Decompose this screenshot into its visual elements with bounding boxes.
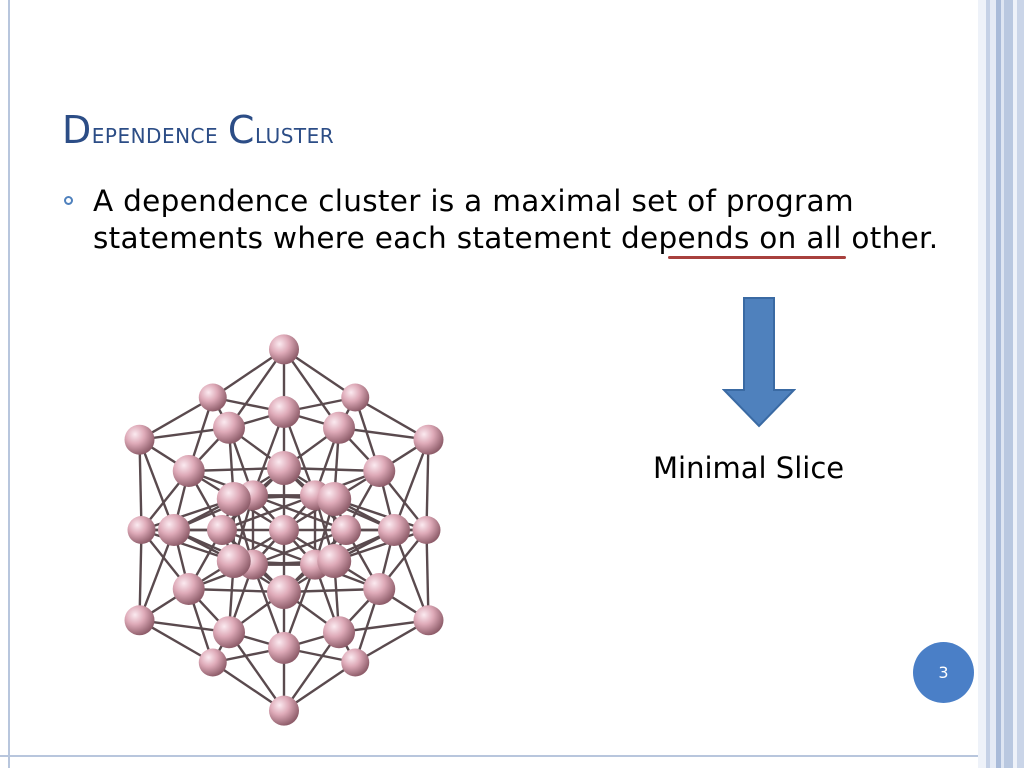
cluster-atom <box>363 573 396 605</box>
cluster-atom <box>213 616 245 649</box>
cluster-atom <box>268 632 300 664</box>
cluster-bond <box>138 439 176 531</box>
cluster-atom <box>269 515 299 545</box>
bullet-text: A dependence cluster is a maximal set of… <box>93 184 939 255</box>
cluster-bond <box>392 439 430 531</box>
cluster-atom <box>323 616 355 649</box>
cluster-bond <box>392 529 430 621</box>
frame-bottom-line <box>0 755 980 757</box>
cluster-atom <box>267 575 301 609</box>
cluster-atom <box>269 695 299 726</box>
slide-title: Dependence Cluster <box>62 108 335 152</box>
cluster-atom <box>413 605 444 636</box>
cluster-bond <box>425 439 430 531</box>
cluster-atom <box>124 605 155 636</box>
cluster-atom <box>172 455 205 487</box>
cluster-atom <box>331 515 361 545</box>
cluster-atom <box>268 396 300 428</box>
down-arrow-icon <box>722 297 796 428</box>
cluster-atom <box>216 544 251 578</box>
emphasized-phrase: depends on <box>620 221 797 255</box>
cluster-bond <box>138 529 176 621</box>
cluster-atom <box>269 334 299 365</box>
cluster-atom <box>412 516 441 544</box>
cluster-atom <box>216 482 251 516</box>
cluster-atom <box>341 648 370 677</box>
cluster-atom <box>378 514 410 546</box>
cluster-atom <box>127 516 156 544</box>
cluster-atom <box>158 514 190 546</box>
cluster-atom <box>413 424 444 455</box>
cluster-atom <box>363 455 396 487</box>
cluster-atom <box>198 648 227 677</box>
cluster-atom <box>198 383 227 412</box>
cluster-atom <box>207 515 237 545</box>
cluster-atom <box>213 411 245 444</box>
cluster-atom <box>172 573 205 605</box>
cluster-bond <box>138 439 143 531</box>
cluster-bond <box>425 529 430 621</box>
hollow-circle-bullet-icon <box>64 196 73 205</box>
cluster-atom <box>267 451 301 485</box>
atom-cluster-image <box>124 334 444 726</box>
cluster-atom <box>124 424 155 455</box>
decorative-stripes <box>978 0 1024 768</box>
cluster-atom <box>317 482 352 516</box>
handdrawn-underline <box>668 256 846 259</box>
cluster-bond <box>138 529 143 621</box>
cluster-atom <box>323 411 355 444</box>
frame-left-line <box>8 0 10 768</box>
cluster-atom <box>341 383 370 412</box>
minimal-slice-label: Minimal Slice <box>653 451 845 485</box>
cluster-atom <box>317 544 352 578</box>
page-number-badge: 3 <box>913 642 974 703</box>
